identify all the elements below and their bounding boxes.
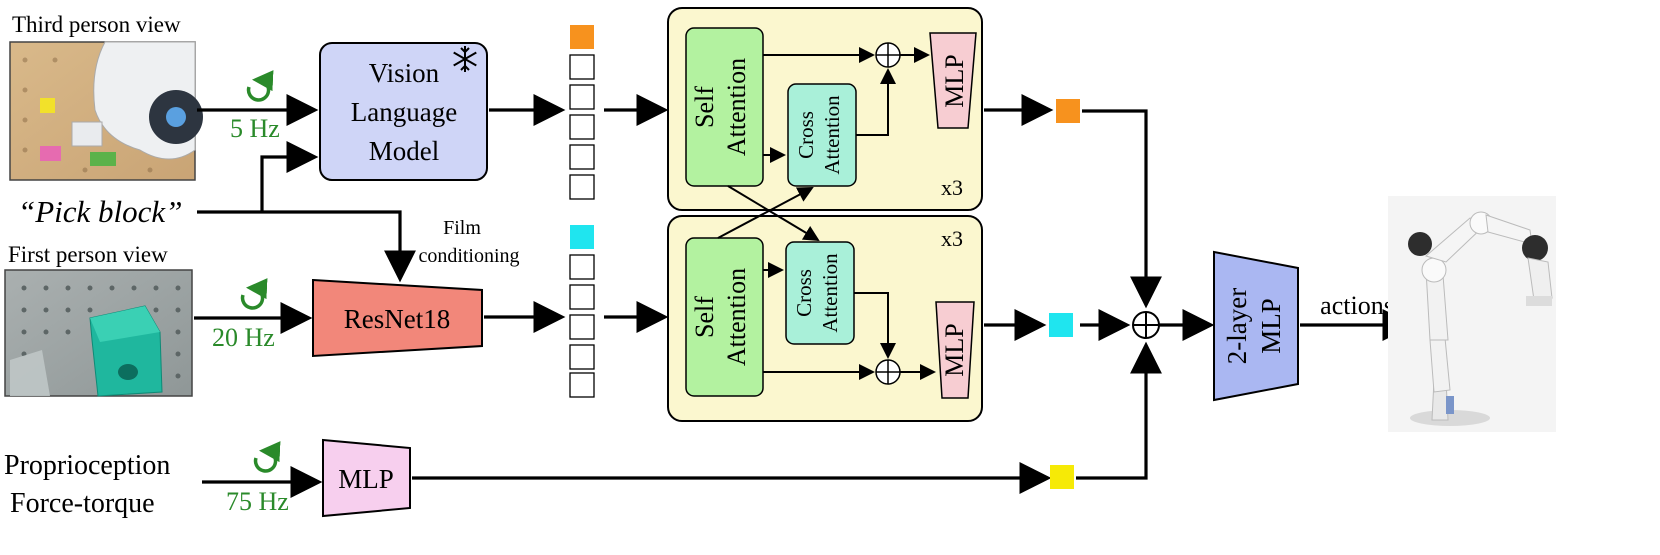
- green-block: [90, 152, 116, 166]
- top-self-attn-line2: Attention: [722, 58, 751, 156]
- robot-arm-icon: [1388, 196, 1556, 432]
- pegboard-grid: [21, 285, 181, 379]
- resnet-token-stack: [569, 225, 595, 398]
- third-person-image: [9, 41, 203, 181]
- output-token-yellow: [1050, 465, 1074, 489]
- third-person-label: Third person view: [12, 12, 181, 37]
- bottom-cross-attn-line1: Cross: [792, 269, 816, 317]
- bottom-inner-mlp-label: MLP: [940, 323, 969, 376]
- proprio-mlp-label: MLP: [338, 464, 394, 494]
- token-cyan: [570, 225, 594, 249]
- film-line1: Film: [443, 217, 481, 239]
- arrow-orange-to-sum: [1082, 109, 1162, 309]
- token-orange: [570, 25, 594, 49]
- top-self-attn-line1: Self: [690, 86, 719, 128]
- arrow-yellow-to-sum: [1076, 341, 1162, 480]
- rate-vlm: 5 Hz: [230, 114, 280, 143]
- arrow-instruction-to-vlm: [260, 141, 319, 212]
- arrow-top-self-to-bottom-cross: [727, 185, 820, 242]
- rate-proprio: 75 Hz: [226, 487, 289, 516]
- film-line2: conditioning: [418, 245, 519, 267]
- refresh-icon: [240, 278, 268, 310]
- bottom-cross-attn-line2: Attention: [818, 253, 842, 333]
- top-repeat-label: x3: [941, 175, 963, 200]
- rate-resnet: 20 Hz: [212, 323, 275, 352]
- bottom-self-attn-line1: Self: [690, 296, 719, 338]
- final-mlp-block: 2-layer MLP: [1213, 250, 1299, 402]
- sum-icon: [1132, 311, 1160, 339]
- final-mlp-line2: MLP: [1256, 298, 1286, 354]
- bottom-self-attention: [685, 237, 764, 397]
- resnet-label: ResNet18: [344, 304, 450, 334]
- snowflake-icon: [453, 46, 477, 72]
- actions-label: actions: [1320, 291, 1394, 320]
- first-person-label: First person view: [8, 242, 168, 267]
- output-token-orange: [1056, 99, 1080, 123]
- force-torque-label: Force-torque: [10, 488, 155, 519]
- bottom-inner-mlp: [935, 301, 975, 399]
- bottom-repeat-label: x3: [941, 226, 963, 251]
- bottom-transformer-block: Self Attention Cross Attention MLP x3: [667, 215, 983, 422]
- top-cross-attn-line1: Cross: [794, 111, 818, 159]
- arrow-bottom-self-to-top-cross: [717, 187, 814, 239]
- top-cross-attn-line2: Attention: [820, 95, 844, 175]
- bottom-self-attn-line2: Attention: [722, 268, 751, 366]
- vlm-line1: Vision: [369, 58, 440, 88]
- vlm-line2: Language: [351, 97, 457, 127]
- top-inner-mlp-label: MLP: [940, 54, 969, 107]
- first-person-image: [4, 269, 193, 397]
- vision-language-model-block: Vision Language Model: [319, 42, 488, 181]
- proprioception-label: Proprioception: [4, 450, 170, 481]
- top-self-attention: [685, 27, 764, 187]
- pink-block: [40, 146, 61, 161]
- resnet18-block: ResNet18: [312, 278, 483, 358]
- arrow-instruction-to-resnet: [262, 210, 416, 283]
- top-inner-mlp: [929, 32, 977, 129]
- output-token-cyan: [1049, 313, 1073, 337]
- instruction-text: “Pick block”: [18, 194, 182, 229]
- proprio-mlp-block: MLP: [322, 438, 411, 518]
- refresh-icon: [253, 441, 281, 473]
- vlm-token-stack: [569, 25, 595, 200]
- refresh-icon: [246, 70, 274, 102]
- vlm-line3: Model: [369, 136, 440, 166]
- top-transformer-block: Self Attention Cross Attention MLP x3: [667, 7, 983, 211]
- final-mlp-line1: 2-layer: [1222, 288, 1252, 364]
- yellow-block: [40, 98, 55, 113]
